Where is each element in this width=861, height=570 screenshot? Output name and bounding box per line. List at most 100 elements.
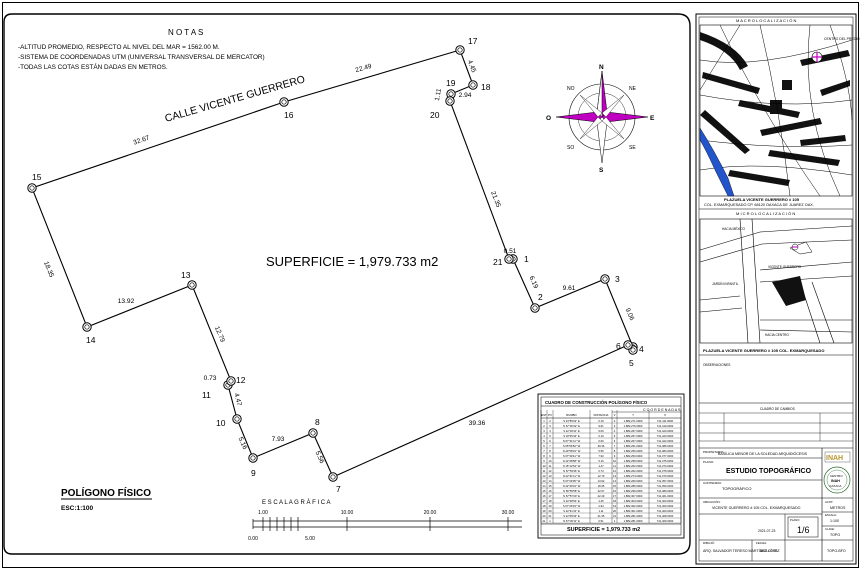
date-label: FECHA: bbox=[756, 541, 767, 545]
table-cell: 741,374.0000 bbox=[657, 464, 674, 468]
vertex-marker bbox=[328, 472, 338, 482]
vertex-label: 21 bbox=[493, 257, 503, 267]
table-cell: 12 bbox=[613, 469, 616, 473]
content-label: CONTENIDO: bbox=[703, 481, 722, 485]
macro-map-center-label: CENTRO DEL PREDIO bbox=[824, 37, 860, 41]
table-cell: N 23°58'01" W bbox=[563, 449, 581, 453]
table-cell: 1,882,286.0000 bbox=[624, 484, 643, 488]
vertex-label: 11 bbox=[202, 390, 211, 400]
table-cell: 741,400.0000 bbox=[657, 509, 674, 513]
table-cell: 6.19 bbox=[598, 419, 604, 423]
scale-tick-label: 0.00 bbox=[248, 536, 258, 542]
table-cell: 0.60 bbox=[598, 439, 604, 443]
code-value: TOPO-BFO bbox=[827, 549, 846, 553]
table-cell: S 23°55'02" E bbox=[563, 419, 580, 423]
table-header-cell: DISTANCIA bbox=[594, 413, 609, 417]
vertex-marker bbox=[455, 45, 465, 55]
note-line-1: -ALTITUD PROMEDIO, RESPECTO AL NIVEL DEL… bbox=[18, 44, 220, 51]
compass-s: S bbox=[599, 167, 604, 174]
seal-stamp: CENTRO INAH OAXACA bbox=[823, 466, 851, 494]
table-cell: 13.92 bbox=[598, 479, 605, 483]
table-cell: S 65°56'52" W bbox=[563, 444, 581, 448]
table-cell: 741,401.0000 bbox=[657, 494, 674, 498]
vertex-marker bbox=[623, 340, 633, 350]
table-cell: 9 bbox=[543, 459, 545, 463]
table-cell: 22.49 bbox=[598, 494, 605, 498]
table-cell: 3 bbox=[549, 424, 551, 428]
table-cell: 1,882,271.0000 bbox=[624, 419, 643, 423]
scale-tick-label: 10.00 bbox=[341, 510, 354, 516]
compass-se: SE bbox=[629, 145, 636, 151]
construction-table: CUADRO DE CONSTRUCCIÓN POLÍGONO FÍSICO C… bbox=[537, 393, 685, 539]
table-cell: 1,882,267.0000 bbox=[624, 439, 643, 443]
table-cell: 19 bbox=[549, 504, 552, 508]
table-cell: 21 bbox=[549, 514, 552, 518]
table-cell: 1,882,274.0000 bbox=[624, 474, 643, 478]
table-cell: N 15°12'54" W bbox=[563, 464, 581, 468]
table-cell: S 22°31'41" E bbox=[563, 509, 580, 513]
vertex-label: 1 bbox=[524, 254, 529, 264]
compass-o: O bbox=[546, 115, 551, 122]
vertex-marker bbox=[82, 322, 92, 332]
vertex-label: 4 bbox=[639, 344, 644, 354]
table-cell: 16 bbox=[613, 489, 616, 493]
notes-block: N O T A S -ALTITUD PROMEDIO, RESPECTO AL… bbox=[18, 28, 265, 71]
table-cell: 16 bbox=[543, 494, 546, 498]
table-cell: 2.94 bbox=[598, 504, 604, 508]
table-cell: 12 bbox=[549, 469, 552, 473]
scale-tick-label: 5.00 bbox=[305, 536, 315, 542]
table-cell: 20 bbox=[543, 514, 546, 518]
table-cell: 1,882,276.0000 bbox=[624, 424, 643, 428]
table-cell: 4.45 bbox=[598, 499, 604, 503]
table-header-cell: RUMBO bbox=[566, 413, 577, 417]
table-cell: 5 bbox=[543, 439, 545, 443]
vertex-label: 18 bbox=[481, 82, 491, 92]
figure-scale: ESC:1:100 bbox=[61, 505, 94, 512]
table-cell: 0.73 bbox=[598, 469, 604, 473]
date-value: 2021-07-23 bbox=[758, 529, 775, 533]
table-cell: N 67°57'20" E bbox=[563, 494, 580, 498]
table-cell: 18 bbox=[543, 504, 546, 508]
sheet-label: PLANO bbox=[790, 518, 800, 522]
table-cell: 1 bbox=[614, 519, 616, 523]
table-cell: 1,882,262.0000 bbox=[624, 469, 643, 473]
table-cell: N 22°31'11" W bbox=[563, 474, 581, 478]
table-cell: S 67°29'33" W bbox=[563, 504, 581, 508]
compass-e: E bbox=[650, 115, 655, 122]
table-cell: 9 bbox=[549, 454, 551, 458]
vertex-label: 3 bbox=[615, 274, 620, 284]
table-cell: 17 bbox=[549, 494, 552, 498]
macro-caption-2: COL. EXMARQUESADO CP. 68120 OAXACA DE JU… bbox=[704, 203, 814, 207]
vertex-marker bbox=[27, 183, 37, 193]
distance-label: 5.56 bbox=[314, 450, 326, 465]
compass-n: N bbox=[599, 64, 604, 71]
table-cell: N 67°31'11" W bbox=[563, 439, 581, 443]
distance-label: 1.11 bbox=[434, 88, 443, 102]
author-value: ARQ. SALVADOR TERESO MARTÍNEZ LÓPEZ bbox=[703, 548, 780, 553]
table-cell: 6 bbox=[614, 439, 616, 443]
table-cell: 1,882,267.0000 bbox=[624, 429, 643, 433]
table-cell: N 67°30'11" E bbox=[563, 519, 580, 523]
scale-label: ESCALA: bbox=[825, 513, 837, 517]
table-cell: 741,384.0000 bbox=[657, 449, 674, 453]
table-cell: 13 bbox=[549, 474, 552, 478]
table-cell: 21 bbox=[543, 519, 546, 523]
micro-map-label-4: HACIA CENTRO bbox=[765, 333, 789, 337]
table-cell: 7 bbox=[543, 449, 545, 453]
drawing-area-frame bbox=[3, 13, 691, 555]
table-cell: 1,882,267.0000 bbox=[624, 434, 643, 438]
vertex-marker bbox=[248, 453, 258, 463]
vertex-label: 5 bbox=[629, 358, 634, 368]
units-value: METROS bbox=[830, 506, 846, 510]
location-value: VICENTE GUERRERO # 105 COL. EXMARQUESADO bbox=[712, 506, 801, 510]
table-cell: 13 bbox=[543, 479, 546, 483]
vertex-marker bbox=[279, 97, 289, 107]
drawn-label: DIBUJÓ: bbox=[703, 540, 715, 545]
